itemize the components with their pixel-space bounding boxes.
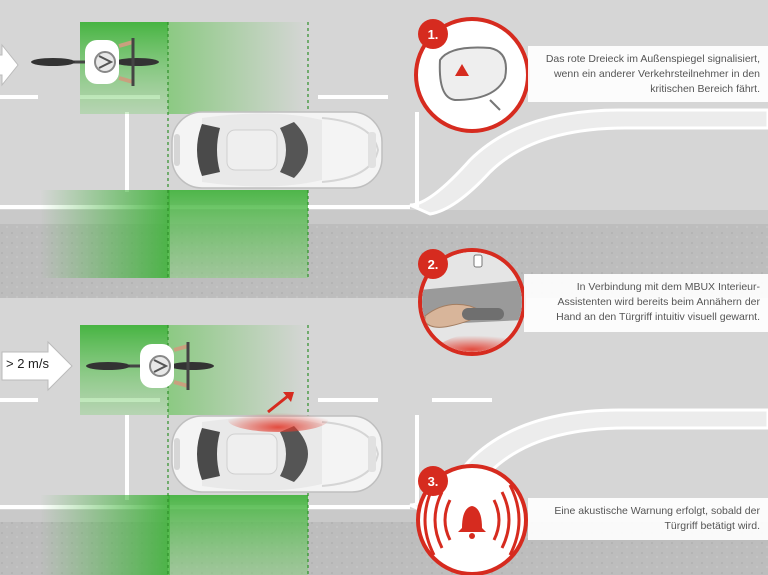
camera-icon xyxy=(473,254,483,268)
detection-zone-top xyxy=(40,22,309,278)
step-number-1: 1. xyxy=(418,19,448,49)
bell-warning-icon xyxy=(423,484,521,556)
mirror-warning-icon xyxy=(438,46,507,111)
door-open-arrow-icon xyxy=(267,394,289,414)
speed-arrow-icon xyxy=(1,340,73,392)
step-2-description: In Verbindung mit dem MBUX Interieur-Ass… xyxy=(524,274,768,332)
speed-label: > 2 m/s xyxy=(6,356,49,371)
car-icon xyxy=(171,111,383,189)
hand-door-handle-circle xyxy=(418,248,526,356)
driveway-top xyxy=(409,108,768,216)
step-1-description: Das rote Dreieck im Außenspiegel signali… xyxy=(528,46,768,102)
step-number-3: 3. xyxy=(418,466,448,496)
mirror-warning-circle xyxy=(414,17,530,133)
hand-door-handle-icon xyxy=(422,252,522,352)
bell-warning-circle xyxy=(416,464,528,575)
arrow-icon xyxy=(0,43,19,87)
step-number-2: 2. xyxy=(418,249,448,279)
door-warning-glow xyxy=(228,408,328,432)
step-3-description: Eine akustische Warnung erfolgt, sobald … xyxy=(528,498,768,540)
